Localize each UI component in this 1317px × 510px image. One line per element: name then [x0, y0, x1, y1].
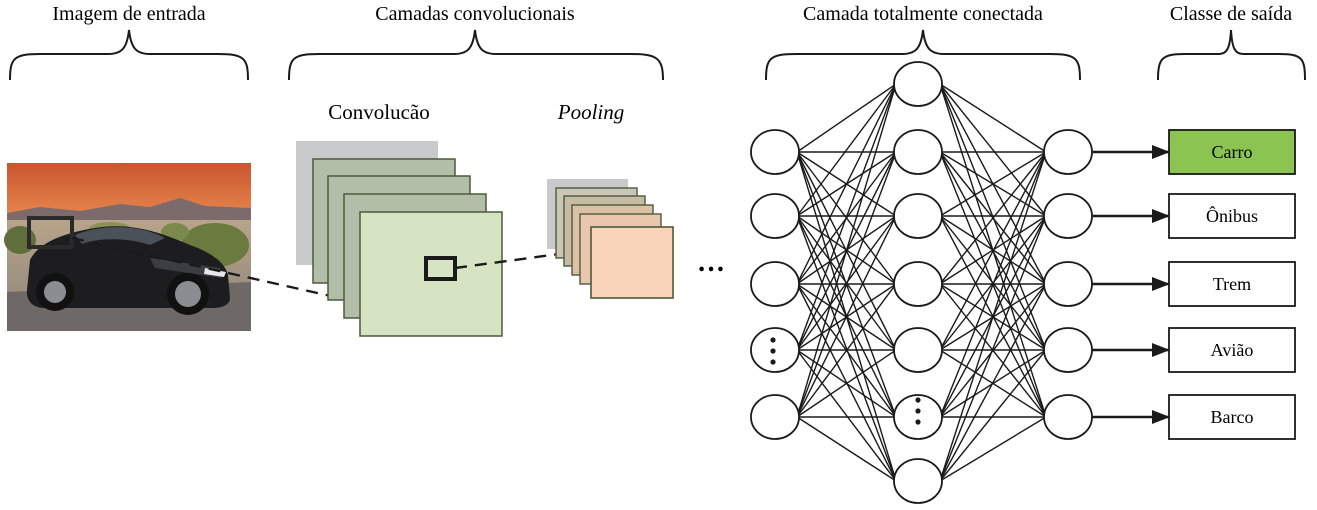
- class-box: [1168, 327, 1296, 373]
- network-edge: [796, 215, 897, 482]
- conv-brace: [288, 29, 664, 81]
- network-edge: [939, 83, 1047, 153]
- network-edge: [939, 83, 1047, 217]
- network-nodes: [750, 61, 1093, 504]
- layer1-vertical-dots: [770, 337, 776, 365]
- neuron-layer3: [1043, 327, 1093, 373]
- neuron-layer2: [893, 129, 943, 175]
- class-box: [1168, 261, 1296, 307]
- conv-section-title: Camadas convolucionais: [375, 3, 575, 25]
- network-edge: [939, 215, 1047, 482]
- network-edge: [939, 151, 1047, 482]
- network-edge: [939, 151, 1047, 351]
- network-edges: [796, 83, 1047, 482]
- input-section-title: Imagem de entrada: [52, 3, 205, 25]
- input-brace: [9, 29, 249, 81]
- network-edge: [939, 151, 1047, 217]
- pooling-label: Pooling: [557, 100, 625, 124]
- neuron-layer3: [1043, 394, 1093, 440]
- neuron-layer2: [893, 261, 943, 307]
- neuron-layer1: [750, 261, 800, 307]
- network-edge: [796, 83, 897, 351]
- network-edge: [796, 283, 897, 418]
- neuron-layer3: [1043, 193, 1093, 239]
- class-box: [1168, 129, 1296, 175]
- neuron-layer2: [893, 327, 943, 373]
- network-edge: [939, 416, 1047, 482]
- fc-section-title: Camada totalmente conectada: [803, 3, 1043, 25]
- fc-brace: [765, 29, 1081, 81]
- neuron-layer2: [893, 394, 943, 440]
- class-label: Barco: [1211, 407, 1254, 427]
- convolution-label: Convolucão: [328, 100, 429, 124]
- network-edge: [796, 416, 897, 482]
- neuron-layer1: [750, 193, 800, 239]
- network-edge: [796, 83, 897, 285]
- network-edge: [796, 83, 897, 418]
- layer2-vertical-dots: [915, 397, 921, 425]
- neuron-layer1: [750, 394, 800, 440]
- conv-window-box: [424, 256, 457, 281]
- continuation-ellipsis: …: [697, 247, 725, 278]
- receptive-field-box: [27, 216, 74, 249]
- class-box: [1168, 394, 1296, 440]
- class-label: Ônibus: [1206, 205, 1258, 226]
- class-box: [1168, 193, 1296, 239]
- neuron-layer3: [1043, 261, 1093, 307]
- neuron-layer2: [893, 193, 943, 239]
- neuron-layer2: [893, 458, 943, 504]
- network-edge: [796, 215, 897, 418]
- input-car-photo: [4, 163, 251, 331]
- neuron-layer2: [893, 61, 943, 107]
- neuron-layer3: [1043, 129, 1093, 175]
- network-edge: [796, 349, 897, 482]
- network-edge: [796, 283, 897, 482]
- network-edge: [939, 349, 1047, 482]
- conv-feature-maps: [296, 141, 503, 337]
- network-edge: [939, 283, 1047, 482]
- network-edge: [796, 349, 897, 418]
- network-edge: [939, 283, 1047, 418]
- class-label: Carro: [1212, 142, 1253, 162]
- network-edge: [796, 83, 897, 153]
- pool-feature-maps: [547, 179, 674, 299]
- network-edge: [939, 151, 1047, 285]
- network-edge: [796, 83, 897, 217]
- output-brace: [1157, 29, 1306, 81]
- network-edge: [939, 151, 1047, 418]
- output-section-title: Classe de saída: [1170, 3, 1292, 25]
- network-edge: [796, 151, 897, 418]
- class-label: Avião: [1211, 340, 1254, 360]
- class-label: Trem: [1213, 274, 1251, 294]
- neuron-layer1: [750, 129, 800, 175]
